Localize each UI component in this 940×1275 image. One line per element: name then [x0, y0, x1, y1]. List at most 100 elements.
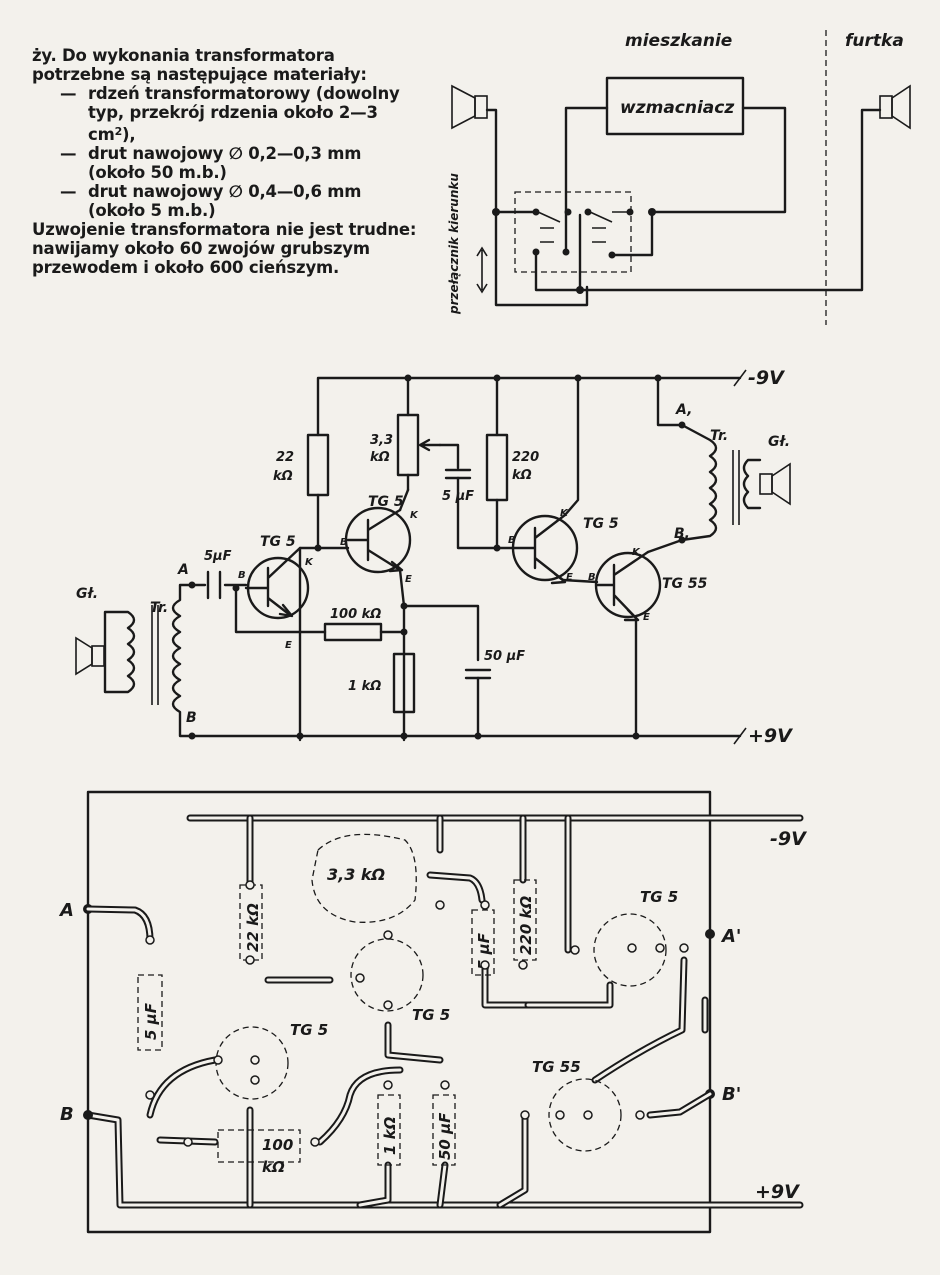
svg-text:220 kΩ: 220 kΩ — [517, 895, 535, 955]
svg-text:kΩ: kΩ — [262, 1158, 285, 1176]
svg-text:Gł.: Gł. — [76, 586, 98, 602]
potentiometer-3k3 — [396, 413, 420, 477]
transistor-q4 — [594, 550, 662, 622]
board-outline — [86, 790, 712, 1234]
svg-text:K: K — [410, 510, 419, 521]
svg-text:3,3: 3,3 — [370, 433, 393, 448]
svg-text:50 μF: 50 μF — [484, 649, 525, 664]
svg-text:A: A — [177, 562, 189, 578]
svg-text:B: B — [508, 535, 516, 546]
board-resistor-220k — [513, 879, 537, 961]
amplifier-schematic: -9V +9V 22 kΩ 3,3 kΩ 5 μF 220 kΩ — [75, 367, 793, 747]
board-capacitor-50uf — [432, 1094, 456, 1166]
board-resistor-1k — [377, 1094, 401, 1166]
board-pads — [145, 880, 689, 1147]
resistor-220k — [485, 433, 509, 502]
svg-text:K: K — [560, 508, 569, 519]
input-speaker-icon — [75, 636, 105, 676]
svg-text:K: K — [305, 557, 314, 568]
materials-list: rdzeń transformatorowy (dowolny typ, prz… — [32, 84, 422, 220]
board-pot-3k3 — [311, 833, 417, 923]
board-transistor-tg55 — [548, 1078, 622, 1152]
svg-text:5μF: 5μF — [204, 549, 232, 564]
svg-text:kΩ: kΩ — [370, 450, 390, 465]
board-resistor-100k — [217, 1129, 301, 1163]
svg-text:5 μF: 5 μF — [142, 1002, 160, 1040]
svg-text:TG 5: TG 5 — [290, 1021, 328, 1039]
svg-text:TG 55: TG 55 — [662, 576, 708, 592]
direction-switch-box — [514, 191, 632, 273]
svg-text:A,: A, — [675, 402, 692, 418]
intro-paragraph: ży. Do wykonania transformatora potrzebn… — [32, 46, 367, 84]
amplifier-label: wzmacniacz — [620, 98, 734, 118]
material-item-core: rdzeń transformatorowy (dowolny typ, prz… — [60, 84, 422, 144]
svg-text:TG 5: TG 5 — [640, 888, 678, 906]
svg-text:TG 5: TG 5 — [412, 1006, 450, 1024]
svg-text:B': B' — [722, 1084, 741, 1105]
zone-label-flat: mieszkanie — [625, 31, 732, 51]
capacitor-5uf-input — [206, 570, 222, 600]
svg-text:TG 5: TG 5 — [260, 534, 296, 550]
input-transformer-coil — [171, 583, 194, 738]
svg-text:B: B — [60, 1104, 74, 1125]
rail-negative-label: -9V — [748, 367, 785, 389]
transistor-q3 — [498, 513, 579, 585]
svg-text:22 kΩ: 22 kΩ — [244, 903, 262, 952]
speaker-gate-icon — [879, 84, 911, 130]
input-speaker-coil — [103, 610, 136, 694]
switch-diagram: mieszkanie furtka wzmacniacz — [447, 30, 911, 325]
svg-text:220: 220 — [512, 450, 539, 465]
svg-text:+9V: +9V — [755, 1181, 800, 1203]
board-transistor-tg5-right — [593, 913, 667, 987]
svg-text:TG 5: TG 5 — [583, 516, 619, 532]
svg-text:-9V: -9V — [770, 828, 807, 850]
outro-paragraph: Uzwojenie transformatora nie jest trudne… — [32, 220, 417, 277]
svg-text:kΩ: kΩ — [512, 468, 532, 483]
output-transformer-coil — [680, 423, 718, 542]
svg-text:TG 55: TG 55 — [532, 1058, 581, 1076]
svg-text:B: B — [588, 572, 596, 583]
amplifier-block — [605, 76, 745, 136]
svg-text:A': A' — [720, 926, 741, 947]
board-capacitor-5uf-mid — [471, 909, 495, 976]
svg-text:B: B — [340, 537, 348, 548]
output-speaker-icon — [759, 462, 791, 506]
material-item-wire-thin: drut nawojowy ∅ 0,2—0,3 mm (około 50 m.b… — [60, 144, 422, 182]
svg-text:1 kΩ: 1 kΩ — [348, 679, 381, 694]
resistor-22k — [306, 433, 330, 497]
svg-text:Tr.: Tr. — [710, 428, 728, 444]
svg-text:TG 5: TG 5 — [368, 494, 404, 510]
transistor-q2 — [344, 506, 412, 574]
svg-text:3,3 kΩ: 3,3 kΩ — [327, 865, 385, 884]
switch-label: przełącznik kierunku — [447, 173, 461, 315]
speaker-flat-icon — [451, 84, 488, 130]
svg-text:50 μF: 50 μF — [436, 1112, 454, 1160]
resistor-100k — [323, 622, 383, 642]
svg-text:5 μF: 5 μF — [475, 932, 493, 970]
svg-text:22: 22 — [276, 450, 294, 465]
svg-text:100: 100 — [262, 1136, 293, 1154]
svg-text:E: E — [643, 612, 650, 623]
rail-positive-label: +9V — [748, 725, 793, 747]
svg-text:1 kΩ: 1 kΩ — [381, 1116, 399, 1155]
svg-text:Tr.: Tr. — [150, 600, 168, 616]
materials-text: ży. Do wykonania transformatora potrzebn… — [32, 46, 422, 277]
svg-text:E: E — [566, 572, 573, 583]
board-layout: -9V +9V A B A' B' — [58, 790, 807, 1234]
schematic-junctions — [188, 374, 686, 740]
svg-text:Gł.: Gł. — [768, 434, 790, 450]
svg-text:B,: B, — [674, 526, 690, 542]
resistor-1k — [392, 652, 416, 714]
svg-text:kΩ: kΩ — [273, 469, 293, 484]
transistor-q1 — [244, 546, 310, 620]
svg-text:100 kΩ: 100 kΩ — [330, 607, 381, 622]
svg-text:B: B — [238, 570, 246, 581]
zone-label-gate: furtka — [845, 31, 904, 51]
material-item-wire-thick: drut nawojowy ∅ 0,4—0,6 mm (około 5 m.b.… — [60, 182, 422, 220]
board-capacitor-5uf-left — [137, 974, 163, 1051]
output-speaker-coil — [742, 458, 762, 510]
svg-text:E: E — [405, 574, 412, 585]
svg-text:B: B — [186, 710, 197, 726]
svg-text:E: E — [285, 640, 292, 651]
